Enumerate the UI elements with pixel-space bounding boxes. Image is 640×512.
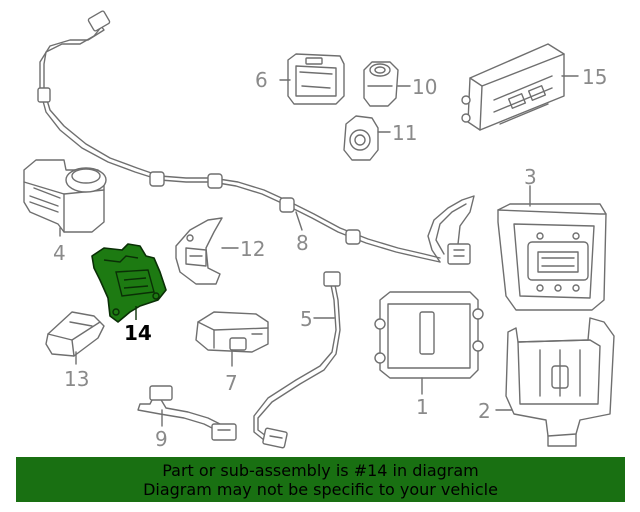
label-part-7: 7 [225,371,238,395]
label-part-13: 13 [64,367,89,391]
info-banner: Part or sub-assembly is #14 in diagram D… [16,457,625,502]
label-part-9: 9 [155,427,168,451]
label-part-8: 8 [296,231,309,255]
label-part-2: 2 [478,399,491,423]
part-1-control-module[interactable] [374,291,484,379]
part-14-highlighted-bracket[interactable] [91,243,167,323]
label-part-14-highlighted: 14 [124,321,152,345]
part-12-bracket[interactable] [175,217,223,285]
label-part-10: 10 [412,75,437,99]
label-part-12: 12 [240,237,265,261]
part-3-module[interactable] [497,203,607,311]
part-8-wiring-harness[interactable] [37,10,475,265]
banner-line-2: Diagram may not be specific to your vehi… [143,480,498,499]
part-2-mounting-bracket[interactable] [505,317,615,447]
part-10-socket[interactable] [363,61,399,107]
part-11-retainer[interactable] [343,115,379,161]
label-part-6: 6 [255,68,268,92]
label-part-11: 11 [392,121,417,145]
part-15-control-panel[interactable] [461,43,565,131]
parts-diagram: 6 10 11 15 3 4 12 8 5 1 2 13 7 9 14 [23,10,615,451]
label-part-1: 1 [416,395,429,419]
label-part-5: 5 [300,307,313,331]
part-7-module[interactable] [195,311,269,353]
part-4-switch-assembly[interactable] [23,159,107,233]
label-part-15: 15 [582,65,607,89]
label-part-3: 3 [524,165,537,189]
part-13-small-module[interactable] [45,311,105,357]
banner-line-1: Part or sub-assembly is #14 in diagram [162,461,479,480]
leader-lines [59,75,579,427]
part-9-pigtail[interactable] [137,385,237,441]
label-part-4: 4 [53,241,66,265]
part-6-bezel[interactable] [287,53,345,105]
part-5-cable[interactable] [253,271,341,449]
